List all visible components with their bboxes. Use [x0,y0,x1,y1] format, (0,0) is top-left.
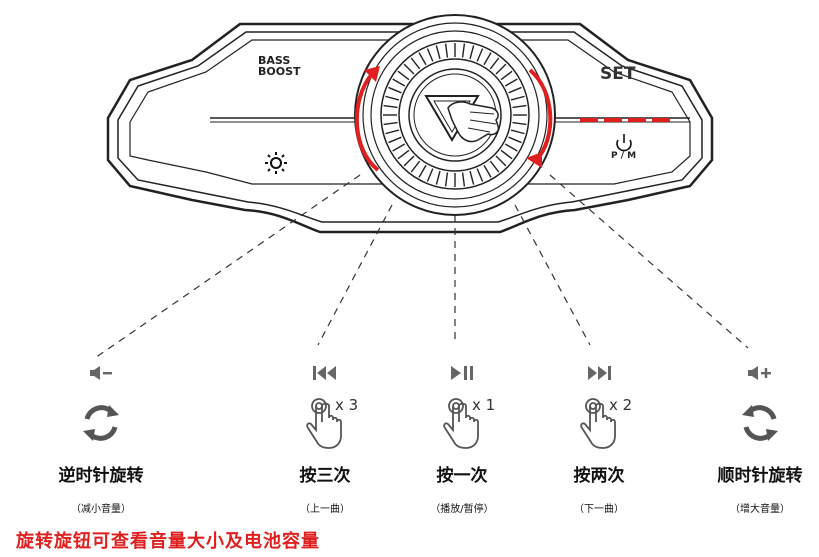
boost-label: BOOST [258,65,301,78]
knob-tick [392,143,406,152]
knob-tick [483,52,492,66]
knob-tick [461,43,466,58]
knob-tick [510,129,525,135]
knob-tick [426,168,434,182]
guide-lines [94,174,749,359]
previous-track-icon [255,360,395,386]
action-volume-up: 顺时针旋转 （增大音量） [690,360,819,515]
knob-tick [418,52,427,66]
knob-tick [489,160,500,173]
power-icon [616,134,632,152]
knob-tick [410,160,421,173]
knob-tick [500,149,513,160]
hand-press-icon: x 3 [255,394,395,452]
action-volume-down: 逆时针旋转 （减小音量） [31,360,171,515]
knob-tick [385,129,400,135]
hand-press-icon: x 2 [529,394,669,452]
action-sublabel: （下一曲） [574,504,624,515]
knob-tick [512,121,527,126]
knob-tick [444,172,449,187]
knob-tick [403,155,415,167]
knob-tick [397,149,410,160]
knob-tick [483,164,492,178]
knob-ring-2 [362,22,548,208]
knob-tick [504,78,518,87]
knob-tick [392,78,406,87]
footer-note: 旋转旋钮可查看音量大小及电池容量 [16,531,320,552]
knob-tick [435,45,441,60]
bass-label: BASS [258,54,291,67]
volume-down-icon [31,360,171,386]
knob-tick [385,95,400,101]
action-play-pause: x 1 按一次 （播放/暂停） [392,360,532,515]
knob-tick [435,170,441,185]
knob-tick [508,86,522,94]
knob-tick [476,168,484,182]
knob-tick [469,45,475,60]
knob-tick [510,95,525,101]
action-sublabel: （减小音量） [71,504,131,515]
action-sublabel: （上一曲） [300,504,350,515]
hand-finger-lines [467,111,497,133]
rotate-left-arrow [354,72,380,172]
knob-tick [476,48,484,62]
sun-icon [265,152,287,174]
knob-tick [388,136,402,144]
action-label: 逆时针旋转 [58,466,144,486]
knob-tick [397,70,410,81]
knob-tick [383,121,398,126]
rotate-counterclockwise-icon [31,394,171,452]
action-label: 按两次 [573,466,625,486]
rotate-clockwise-icon [690,394,819,452]
panel-inner-outline [117,31,703,223]
press-count: x 1 [472,396,496,414]
knob-grip-ticks [383,43,527,187]
rotate-left-arrowhead [364,66,380,82]
rotate-right-arrowhead [526,152,542,168]
action-sublabel: （播放/暂停） [430,504,494,515]
knob-tick [495,155,507,167]
action-label: 按一次 [436,466,488,486]
knob-tick [495,63,507,75]
knob-tick [403,63,415,75]
knob-tick [508,136,522,144]
bass-boost-label: BASS BOOST [258,55,301,77]
knob-tick [388,86,402,94]
action-label: 顺时针旋转 [717,466,803,486]
knob-tick [469,170,475,185]
knob-tick [504,143,518,152]
knob-ring-3 [370,30,540,200]
next-track-icon [529,360,669,386]
hand-press-icon: x 1 [392,394,532,452]
press-count: x 2 [609,396,633,414]
knob-tick [418,164,427,178]
play-pause-icon [392,360,532,386]
knob-tick [426,48,434,62]
power-mode-label: P / M [611,151,637,161]
action-previous-track: x 3 按三次 （上一曲） [255,360,395,515]
volume-up-icon [690,360,819,386]
set-label: SET [600,64,636,84]
knob-tick [383,104,398,109]
action-label: 按三次 [299,466,351,486]
action-sublabel: （增大音量） [730,504,790,515]
action-next-track: x 2 按两次 （下一曲） [529,360,669,515]
knob-tick [461,172,466,187]
knob-tick [500,70,513,81]
knob-tick [512,104,527,109]
press-count: x 3 [335,396,359,414]
knob-grip-ring[interactable] [380,40,530,190]
knob-tick [410,57,421,70]
knob-tick [489,57,500,70]
knob-tick [444,43,449,58]
